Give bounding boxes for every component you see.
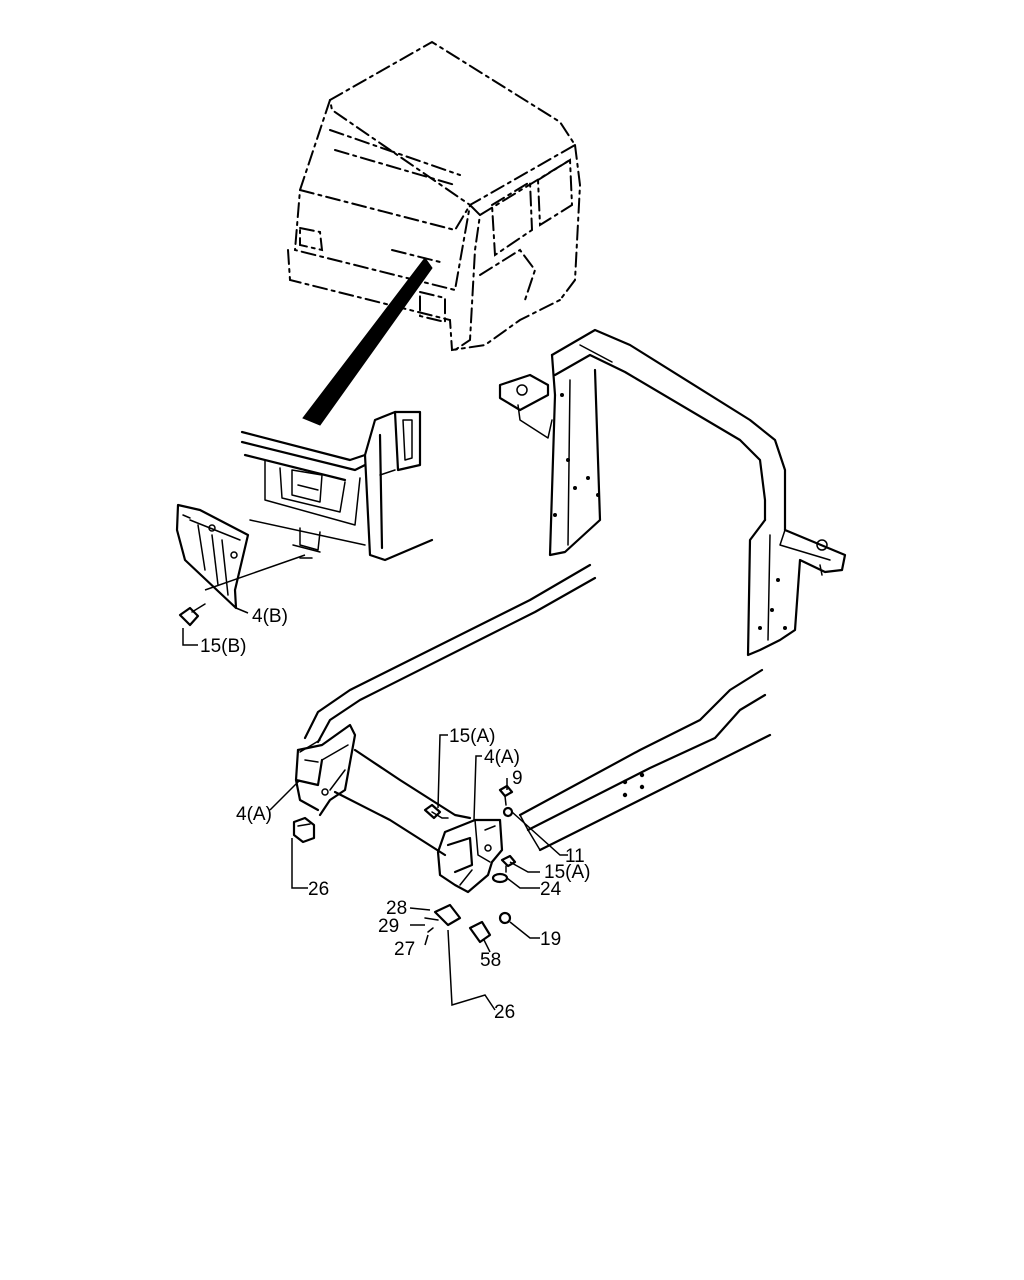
callout-24: 24 xyxy=(540,879,562,900)
callout-15a-mid: 15(A) xyxy=(544,862,590,883)
washer-11 xyxy=(502,806,514,818)
callout-19: 19 xyxy=(540,929,561,950)
frame-rail-left xyxy=(299,563,597,753)
bracket-4a-right xyxy=(436,818,504,894)
leader-lines xyxy=(182,607,568,1011)
bolt-axis-line xyxy=(204,554,306,591)
callout-26-left: 26 xyxy=(308,879,329,900)
callout-58: 58 xyxy=(480,950,501,971)
callout-15a-top: 15(A) xyxy=(449,726,495,747)
callout-11: 11 xyxy=(565,846,585,867)
bolt-15a-mid xyxy=(500,854,517,868)
bolt-9 xyxy=(498,784,514,798)
callout-4b: 4(B) xyxy=(252,606,288,627)
frame-rail-right xyxy=(333,668,772,857)
switch-bracket xyxy=(433,903,462,927)
truck-cab-outline xyxy=(287,40,582,352)
nut-19 xyxy=(498,911,512,925)
callout-4a-left: 4(A) xyxy=(236,804,272,825)
callout-15b: 15(B) xyxy=(200,636,246,657)
bracket-4b xyxy=(175,503,250,610)
part-26-left xyxy=(292,816,316,844)
callout-29: 29 xyxy=(378,916,399,937)
detail-pointer-arrow xyxy=(302,257,433,426)
callout-27: 27 xyxy=(394,939,415,960)
cab-detail-view xyxy=(240,410,434,562)
switch-58 xyxy=(468,920,492,944)
rear-crossmember xyxy=(498,328,847,657)
callout-4a-right: 4(A) xyxy=(484,747,520,768)
callout-26-bottom: 26 xyxy=(494,1002,515,1023)
bracket-4a-left xyxy=(294,723,357,817)
bolt-15b xyxy=(178,603,206,627)
washer-24 xyxy=(491,872,509,884)
callout-28: 28 xyxy=(386,898,407,919)
callout-9: 9 xyxy=(512,768,523,789)
bolt-15a-top xyxy=(423,803,449,820)
